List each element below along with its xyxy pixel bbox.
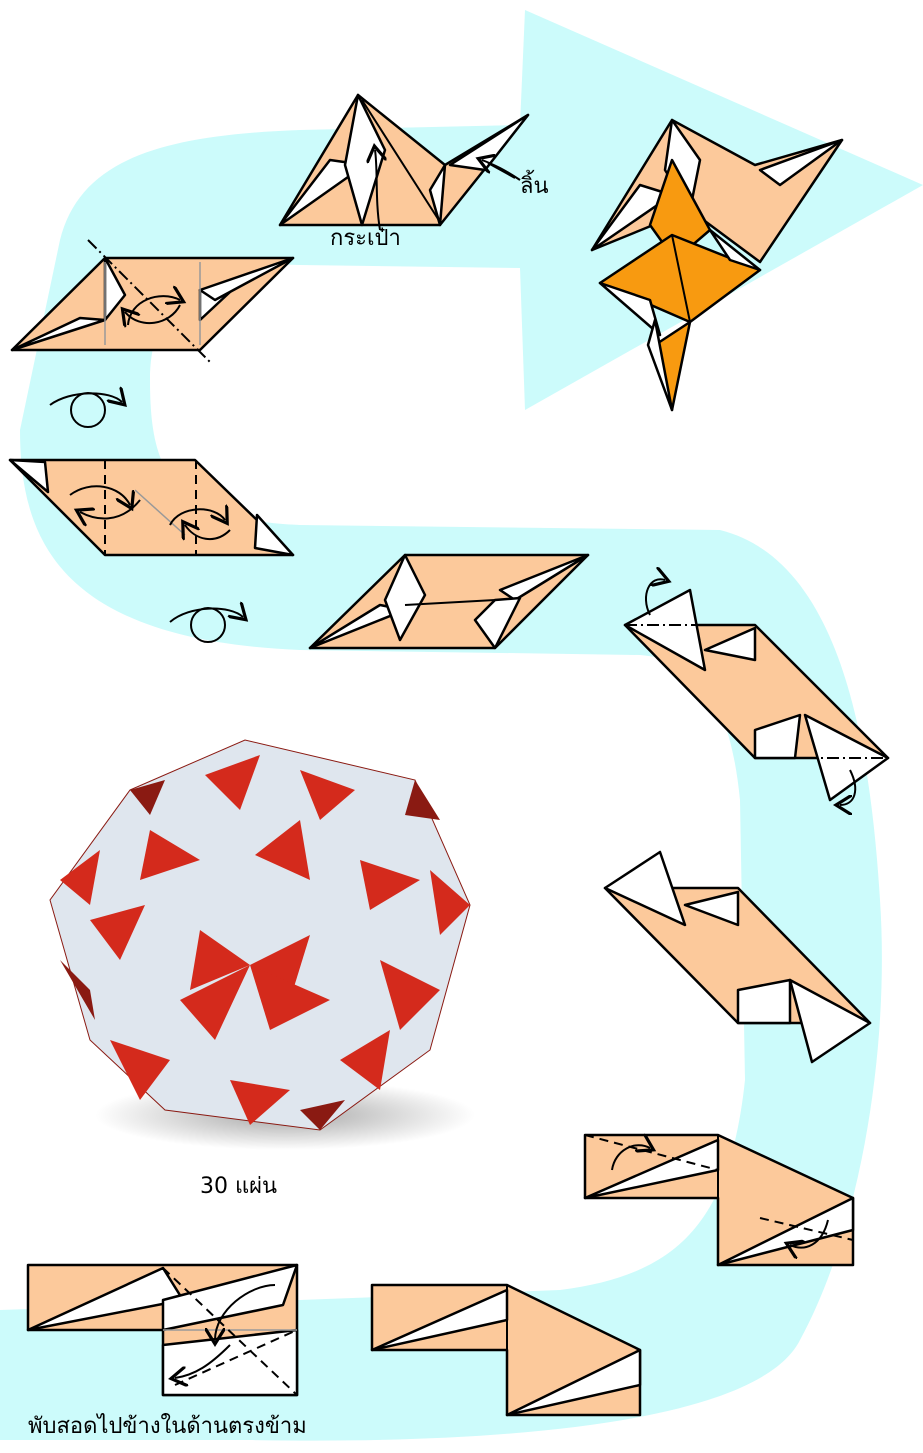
inside-fold-instruction: พับสอดไปข้างในด้านตรงข้าม bbox=[28, 1408, 307, 1443]
pocket-label: กระเป๋า bbox=[330, 220, 401, 255]
kusudama-model bbox=[50, 740, 475, 1150]
piece-count-label: 30 แผ่น bbox=[200, 1168, 277, 1203]
tongue-label: ลิ้น bbox=[520, 168, 549, 203]
